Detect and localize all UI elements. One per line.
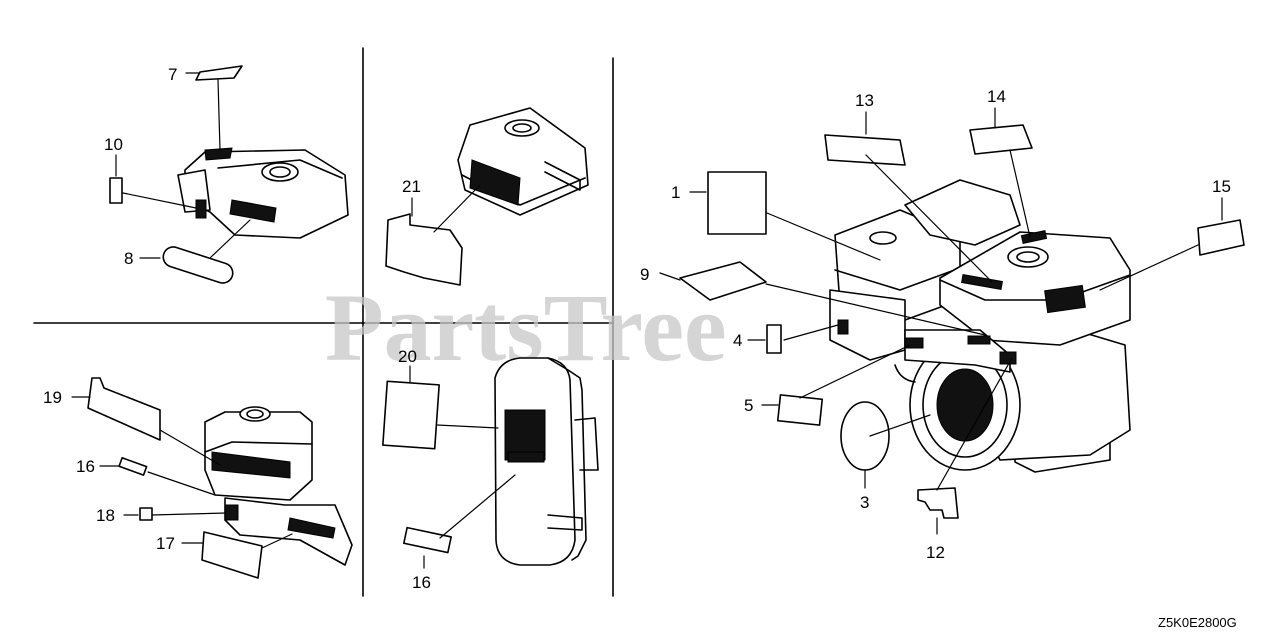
decal-9 (679, 261, 767, 301)
decal-10 (109, 177, 123, 204)
decal-12 (917, 487, 959, 519)
decal-3 (840, 401, 890, 471)
callout-5: 5 (744, 396, 753, 415)
muffler-bottom-middle (494, 357, 599, 566)
decal-5 (776, 394, 824, 426)
callout-20: 20 (398, 347, 417, 366)
decal-20 (382, 380, 440, 450)
decal-19 (87, 377, 161, 441)
callout-1: 1 (671, 183, 680, 202)
callout-3: 3 (860, 493, 869, 512)
callout-4: 4 (733, 331, 742, 350)
fuel-tank-bottom-left (204, 406, 353, 566)
callout-8: 8 (124, 249, 133, 268)
callout-7: 7 (168, 65, 177, 84)
decal-7 (195, 65, 243, 81)
decal-16a (118, 456, 148, 476)
fuel-tank-top-left (177, 147, 349, 239)
callout-14: 14 (987, 87, 1006, 106)
decal-18 (139, 507, 153, 521)
decal-4 (766, 324, 782, 354)
diagram-code: Z5K0E2800G (1158, 615, 1237, 630)
leader-lines-top-middle (411, 184, 481, 233)
engine-assembly (829, 179, 1131, 473)
decal-14 (969, 124, 1033, 155)
callout-19: 19 (43, 388, 62, 407)
decal-16b (403, 526, 452, 554)
decal-13 (824, 134, 906, 166)
decal-1 (707, 171, 767, 235)
leader-lines-right (659, 107, 1223, 535)
leader-lines-bottom-left (71, 396, 293, 549)
decal-8 (162, 246, 234, 284)
callout-18: 18 (96, 506, 115, 525)
decal-15 (1197, 219, 1245, 256)
leader-lines-top-left (115, 72, 251, 259)
callout-15: 15 (1212, 177, 1231, 196)
callout-21: 21 (402, 177, 421, 196)
callout-13: 13 (855, 91, 874, 110)
callout-16-middle: 16 (412, 573, 431, 592)
air-cleaner-cover-top-middle (457, 107, 589, 216)
panel-dividers (33, 47, 614, 597)
callout-12: 12 (926, 543, 945, 562)
decal-17 (201, 531, 263, 579)
callout-10: 10 (104, 135, 123, 154)
callout-17: 17 (156, 534, 175, 553)
callout-9: 9 (640, 265, 649, 284)
callout-16-left: 16 (76, 457, 95, 476)
leader-lines-bottom-middle (409, 365, 516, 569)
decal-21 (385, 213, 463, 286)
